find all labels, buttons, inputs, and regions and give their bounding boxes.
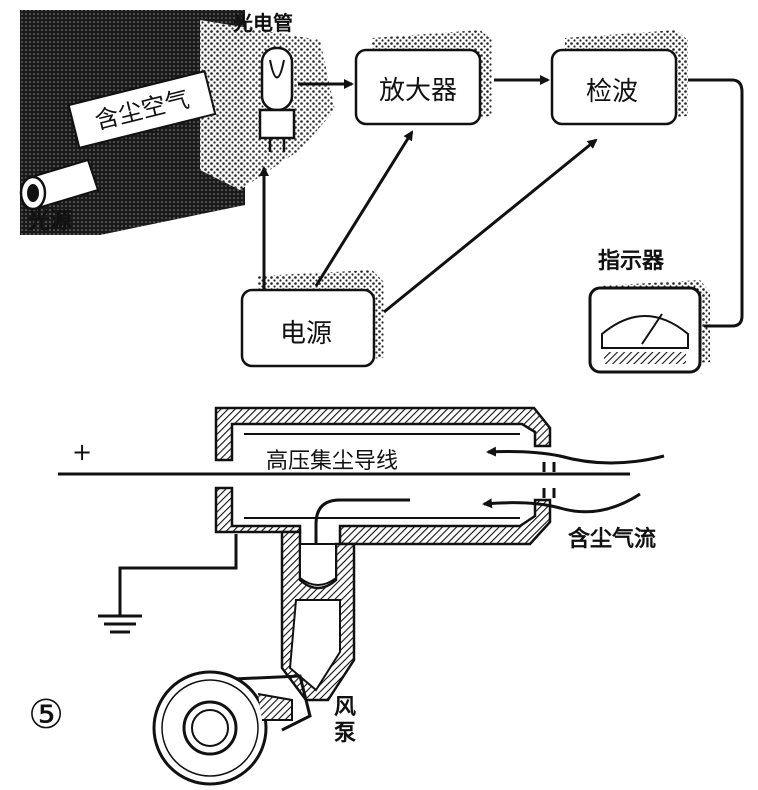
airflow-arrows xyxy=(482,446,665,514)
ground-icon xyxy=(98,534,238,634)
amplifier-label: 放大器 xyxy=(379,76,457,106)
phototube-label: 光电管 xyxy=(232,11,293,35)
pump-duct xyxy=(280,530,356,702)
indicator-label: 指示器 xyxy=(598,249,665,274)
collector-tube xyxy=(214,406,552,546)
light-source-icon xyxy=(19,158,100,211)
plus-sign: + xyxy=(72,438,92,466)
fan-pump-icon xyxy=(152,670,312,786)
detector-box xyxy=(550,30,688,126)
power-supply-label: 电源 xyxy=(280,319,332,349)
fan-label-line2: 泵 xyxy=(334,721,356,746)
power-supply-box xyxy=(240,270,384,368)
indicator-meter-icon xyxy=(588,280,710,374)
amplifier-box xyxy=(354,30,492,126)
phototube-icon xyxy=(258,46,296,152)
detector-label: 检波 xyxy=(586,77,638,107)
fan-label-line1: 风 xyxy=(334,695,356,720)
wire-label: 高压集尘导线 xyxy=(266,449,398,474)
signal-connections xyxy=(259,75,744,328)
figure-number: ⑤ xyxy=(28,692,64,738)
airflow-label: 含尘气流 xyxy=(568,526,656,552)
internal-flow-arrow xyxy=(311,498,410,568)
light-source-label: 光源 xyxy=(27,209,72,234)
